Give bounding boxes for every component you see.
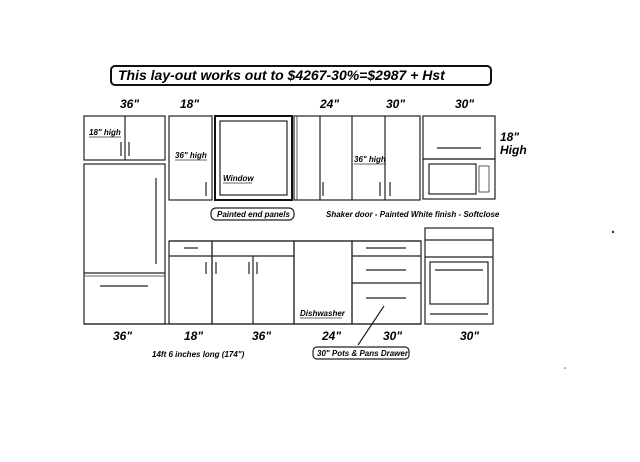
label-18-high: 18" high	[89, 128, 121, 137]
top-dim-30-a: 30"	[386, 97, 405, 111]
window	[214, 115, 293, 201]
pots-drawer-box	[312, 346, 410, 360]
base-cabinet-36	[211, 240, 295, 325]
bottom-dim-24: 24"	[321, 329, 341, 343]
bottom-dim-36-a: 36"	[113, 329, 132, 343]
title-text: This lay-out works out to $4267-30%=$298…	[118, 67, 446, 83]
top-dim-36: 36"	[120, 97, 139, 111]
base-cabinet-18	[168, 240, 213, 325]
bottom-dim-30-b: 30"	[460, 329, 479, 343]
top-dim-30-b: 30"	[455, 97, 474, 111]
top-dim-18: 18"	[180, 97, 199, 111]
right-dim-high: High	[500, 143, 527, 157]
label-door-style: Shaker door - Painted White finish - Sof…	[326, 210, 500, 219]
scan-speck	[564, 367, 566, 369]
scan-speck	[611, 230, 615, 234]
right-dim-18: 18"	[500, 130, 519, 144]
microwave	[422, 158, 496, 200]
upper-cabinet-36-short	[83, 115, 166, 161]
label-dishwasher: Dishwasher	[300, 309, 346, 318]
refrigerator	[83, 163, 166, 325]
label-end-panels: Painted end panels	[217, 210, 290, 219]
upper-cabinet-over-microwave	[422, 115, 496, 160]
label-pots-drawer: 30" Pots & Pans Drawer	[317, 349, 409, 358]
end-panels-box	[210, 207, 295, 221]
bottom-dim-18: 18"	[184, 329, 203, 343]
title-box	[110, 65, 492, 86]
bottom-dim-30-a: 30"	[383, 329, 402, 343]
upper-cabinets-24-30	[293, 115, 421, 201]
range-oven	[424, 227, 494, 325]
label-36-high-right: 36" high	[354, 155, 386, 164]
bottom-dim-36-b: 36"	[252, 329, 271, 343]
label-window: Window	[223, 174, 254, 183]
upper-cabinet-18-tall	[168, 115, 213, 201]
drawer-base-30	[351, 240, 422, 325]
top-dim-24: 24"	[319, 97, 339, 111]
label-36-high-left: 36" high	[175, 151, 207, 160]
label-length: 14ft 6 inches long (174")	[152, 350, 245, 359]
